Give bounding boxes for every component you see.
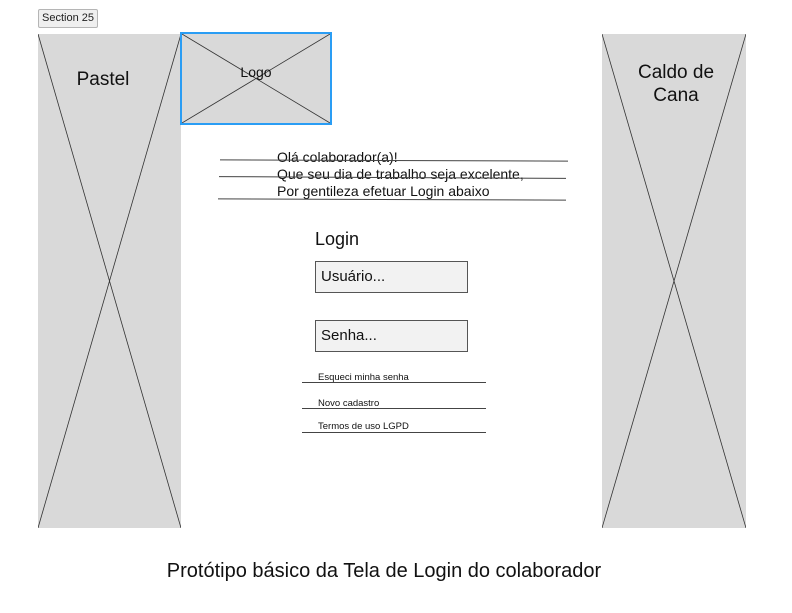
login-title: Login	[315, 229, 360, 249]
right-image-placeholder: Caldo de Cana	[602, 34, 746, 528]
greeting-line-1: Olá colaborador(a)!	[277, 149, 398, 165]
username-input[interactable]: Usuário...	[315, 261, 468, 293]
new-account-underline	[302, 408, 486, 409]
left-image-placeholder: Pastel	[38, 34, 181, 528]
greeting-line-2: Que seu dia de trabalho seja excelente,	[277, 166, 524, 182]
forgot-password-underline	[302, 382, 486, 383]
greeting-line-3: Por gentileza efetuar Login abaixo	[277, 183, 490, 199]
logo-label: Logo	[240, 64, 272, 80]
left-panel-label: Pastel	[76, 69, 130, 90]
new-account-link[interactable]: Novo cadastro	[318, 398, 380, 409]
greeting-underline-3	[217, 198, 567, 201]
right-panel-label-line1: Caldo de	[637, 62, 715, 83]
section-tag: Section 25	[38, 9, 98, 28]
forgot-password-link[interactable]: Esqueci minha senha	[318, 372, 409, 383]
image-placeholder-icon	[182, 34, 330, 123]
image-placeholder-icon	[38, 34, 181, 528]
right-panel-label: Caldo de Cana	[602, 61, 750, 107]
password-input[interactable]: Senha...	[315, 320, 468, 352]
terms-link[interactable]: Termos de uso LGPD	[318, 421, 409, 432]
logo-placeholder: Logo	[180, 32, 332, 125]
terms-underline	[302, 432, 486, 433]
page-caption: Protótipo básico da Tela de Login do col…	[166, 560, 602, 582]
image-placeholder-icon	[602, 34, 746, 528]
right-panel-label-line2: Cana	[653, 85, 699, 106]
